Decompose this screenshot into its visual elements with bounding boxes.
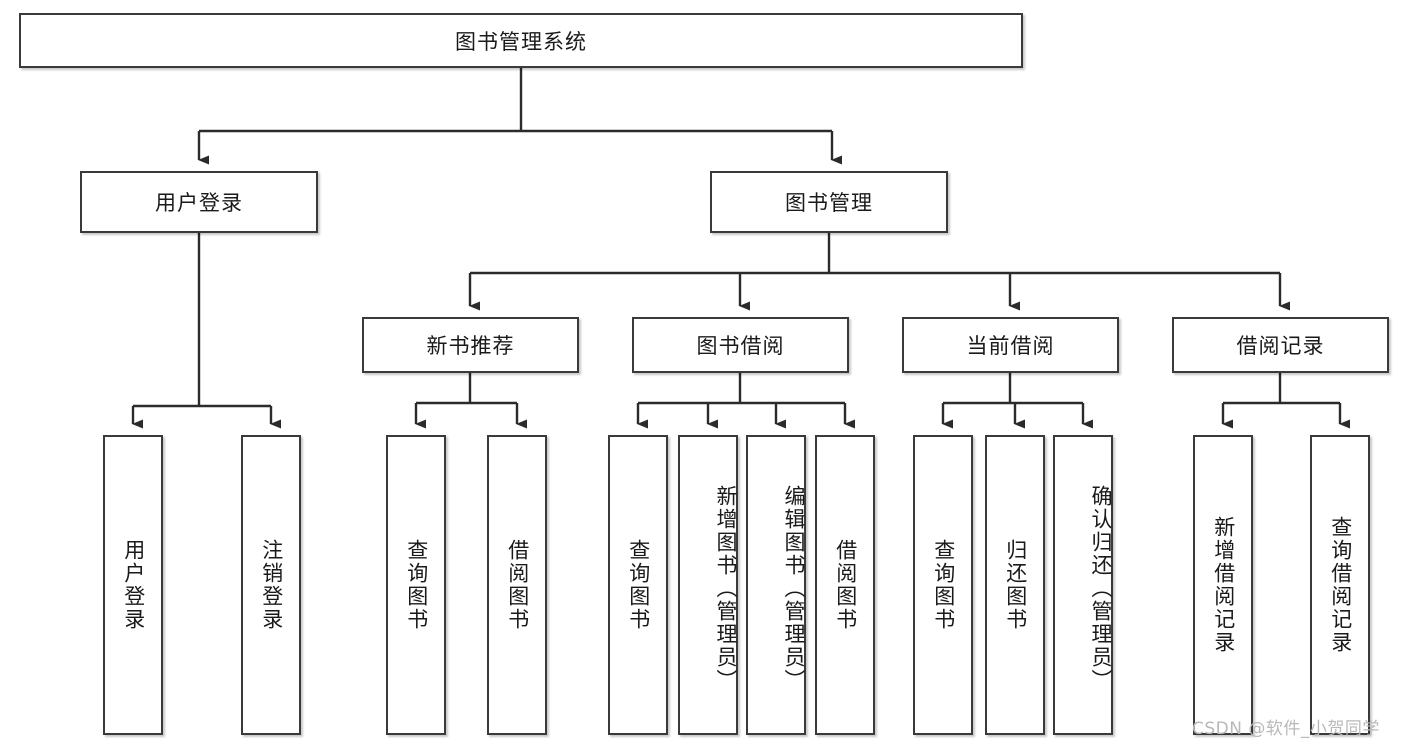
- node-label: 新增借阅记录: [1211, 516, 1236, 654]
- leaf-query-book-recommend[interactable]: 查询图书: [386, 435, 446, 735]
- node-borrow-records[interactable]: 借阅记录: [1172, 317, 1389, 373]
- node-label: 图书管理: [785, 191, 873, 215]
- node-label: 查询图书: [404, 539, 429, 631]
- node-label: 新增图书（管理员）: [714, 484, 738, 692]
- leaf-return-book[interactable]: 归还图书: [985, 435, 1045, 735]
- leaf-query-book-borrow[interactable]: 查询图书: [608, 435, 668, 735]
- node-label: 查询图书: [626, 539, 651, 631]
- leaf-user-login[interactable]: 用户登录: [103, 435, 163, 735]
- leaf-borrow-book-recommend[interactable]: 借阅图书: [487, 435, 547, 735]
- node-label: 注销登录: [259, 539, 284, 631]
- leaf-add-book-admin[interactable]: 新增图书（管理员）: [678, 435, 738, 735]
- node-label: 用户登录: [121, 539, 146, 631]
- node-label: 编辑图书（管理员）: [782, 484, 806, 692]
- node-label: 图书借阅: [696, 334, 785, 358]
- node-label: 借阅图书: [833, 539, 858, 631]
- node-label: 查询借阅记录: [1328, 516, 1353, 654]
- node-label: 新书推荐: [426, 334, 515, 358]
- node-root-system[interactable]: 图书管理系统: [19, 13, 1023, 68]
- node-label: 当前借阅: [966, 334, 1055, 358]
- leaf-confirm-return-admin[interactable]: 确认归还（管理员）: [1053, 435, 1113, 735]
- node-label: 借阅记录: [1236, 334, 1325, 358]
- leaf-logout[interactable]: 注销登录: [241, 435, 301, 735]
- node-label: 归还图书: [1003, 539, 1028, 631]
- node-label: 查询图书: [931, 539, 956, 631]
- node-book-borrow[interactable]: 图书借阅: [632, 317, 849, 373]
- leaf-edit-book-admin[interactable]: 编辑图书（管理员）: [746, 435, 806, 735]
- watermark-text: CSDN @软件_小贺同学: [1192, 719, 1380, 739]
- node-label: 借阅图书: [505, 539, 530, 631]
- leaf-query-borrow-record[interactable]: 查询借阅记录: [1310, 435, 1370, 735]
- node-label: 用户登录: [155, 191, 243, 215]
- node-label: 确认归还（管理员）: [1089, 484, 1113, 692]
- node-new-book-recommend[interactable]: 新书推荐: [362, 317, 579, 373]
- node-book-management[interactable]: 图书管理: [710, 171, 948, 233]
- node-current-borrow[interactable]: 当前借阅: [902, 317, 1119, 373]
- leaf-add-borrow-record[interactable]: 新增借阅记录: [1193, 435, 1253, 735]
- node-user-login[interactable]: 用户登录: [80, 171, 318, 233]
- node-label: 图书管理系统: [455, 29, 587, 54]
- leaf-query-book-current[interactable]: 查询图书: [913, 435, 973, 735]
- leaf-lend-book[interactable]: 借阅图书: [815, 435, 875, 735]
